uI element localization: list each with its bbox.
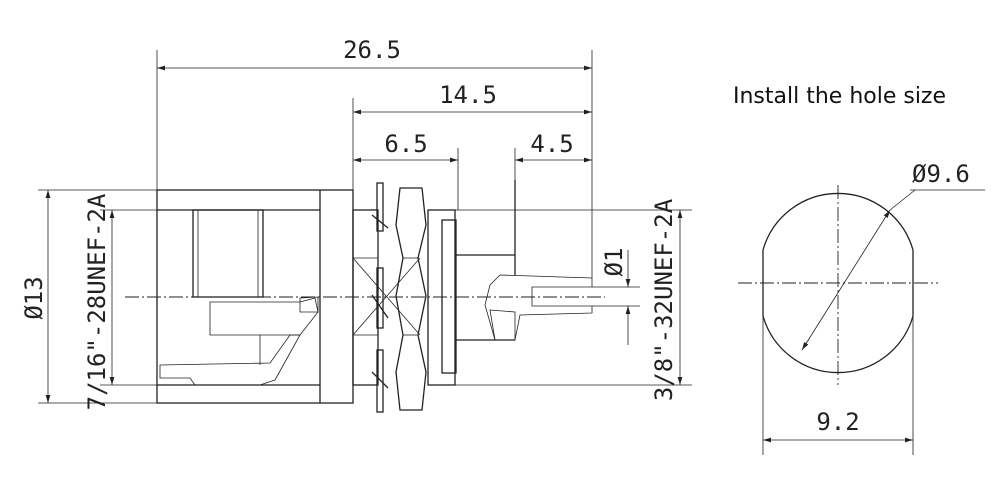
dim-front-thread: 3/8"-32UNEF-2A bbox=[650, 198, 678, 401]
dim-flat-width: 9.2 bbox=[816, 408, 859, 436]
rear-sleeve bbox=[192, 209, 264, 298]
hole-size-title: Install the hole size bbox=[733, 84, 946, 109]
dim-overall-length: 26.5 bbox=[343, 36, 401, 64]
lock-washer bbox=[371, 182, 389, 413]
flange bbox=[427, 209, 456, 386]
mounting-hole-drawing: Install the hole size 9.2 Ø9.6 bbox=[733, 84, 985, 455]
horizontal-dimensions: 26.5 14.5 6.5 4.5 bbox=[156, 36, 593, 278]
dim-rear-thread: 7/16"-28UNEF-2A bbox=[83, 193, 111, 410]
dim-front-length: 14.5 bbox=[439, 81, 497, 109]
contact-pin-section bbox=[484, 274, 593, 341]
insulator-section bbox=[209, 297, 319, 336]
dim-pin-diameter: Ø1 bbox=[600, 248, 628, 277]
dim-pin-length: 4.5 bbox=[530, 130, 573, 158]
crimp-section bbox=[159, 334, 301, 386]
hex-nut bbox=[395, 187, 427, 411]
connector-side-view bbox=[125, 180, 605, 413]
dim-body-diameter: Ø13 bbox=[20, 276, 48, 319]
dim-hole-diameter: Ø9.6 bbox=[912, 160, 970, 188]
dim-nut-length: 6.5 bbox=[384, 130, 427, 158]
vertical-dimensions: Ø13 7/16"-28UNEF-2A Ø1 3/8"-32UNEF-2A bbox=[20, 189, 692, 410]
